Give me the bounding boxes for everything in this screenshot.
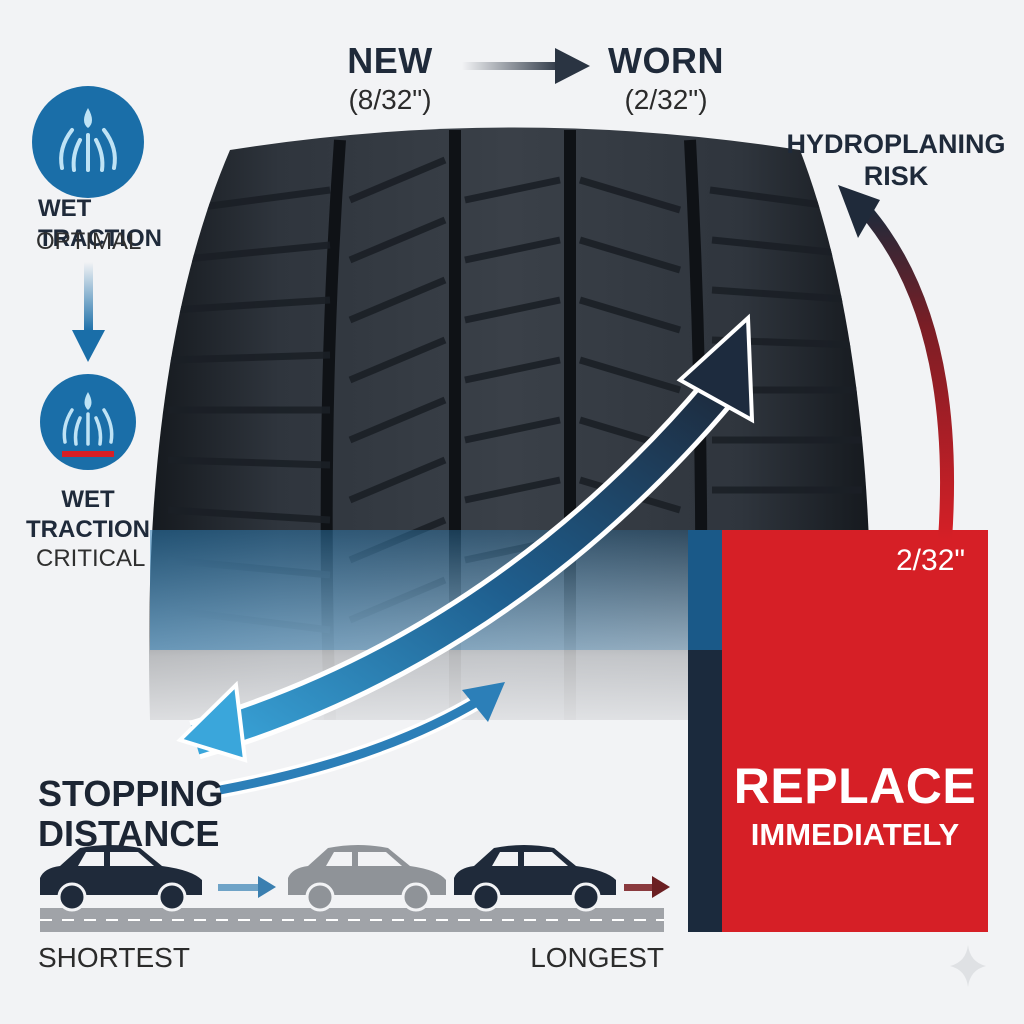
scale-min-label: SHORTEST — [38, 942, 190, 973]
scale-max-label: LONGEST — [530, 942, 664, 973]
sparkle-icon — [950, 945, 986, 987]
wet-traction-critical-line2: TRACTION — [26, 516, 150, 543]
replace-depth: 2/32" — [896, 544, 966, 577]
replace-line2: IMMEDIATELY — [750, 817, 960, 852]
arrow-icon — [624, 876, 670, 898]
wet-traction-critical-status: CRITICAL — [36, 545, 146, 572]
new-to-worn-arrow — [462, 48, 590, 84]
hydroplaning-line2: RISK — [863, 161, 929, 191]
wet-traction-optimal-status: OPTIMAL — [36, 228, 142, 255]
new-depth: (8/32") — [348, 84, 432, 115]
hydroplaning-line1: HYDROPLANING — [786, 129, 1006, 159]
down-arrow — [72, 262, 105, 362]
worn-label: WORN — [608, 40, 724, 81]
wet-traction-critical-title: WET TRACTION — [10, 485, 166, 545]
worn-depth: (2/32") — [624, 84, 708, 115]
car-icon — [40, 845, 202, 912]
stopping-distance-title: STOPPING DISTANCE — [38, 774, 278, 854]
wear-progression-arrow — [176, 313, 755, 798]
hydroplaning-title: HYDROPLANING RISK — [778, 128, 1014, 192]
road — [40, 908, 664, 932]
stopping-distance-line1: STOPPING — [38, 773, 224, 814]
wet-traction-critical-line1: WET — [61, 486, 115, 513]
hydroplaning-arrow — [838, 185, 954, 541]
replace-panel — [722, 530, 988, 932]
wet-traction-optimal-icon — [32, 86, 144, 198]
replace-line1: REPLACE — [733, 758, 977, 814]
arrow-icon — [218, 876, 276, 898]
stopping-distance-line2: DISTANCE — [38, 813, 220, 854]
wet-traction-critical-icon — [40, 374, 136, 470]
wet-traction-optimal-title: WET TRACTION — [38, 195, 162, 252]
car-icon — [454, 845, 616, 912]
car-icon — [288, 845, 446, 912]
new-label: NEW — [347, 40, 433, 81]
